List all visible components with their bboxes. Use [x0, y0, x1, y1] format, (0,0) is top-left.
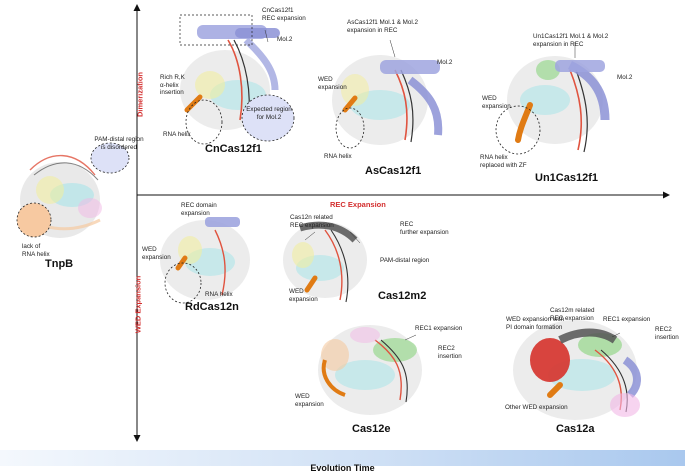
cas12m2-structure: [283, 221, 367, 303]
cncas-mol2-label: Mol.2: [277, 36, 293, 43]
un1cas-mol2-label: Mol.2: [617, 74, 633, 81]
cas12m2-rec-related-label: Cas12n related REC expansion: [290, 214, 334, 229]
un1cas-name: Un1Cas12f1: [535, 172, 598, 184]
rdcas-rna-label: RNA helix: [205, 291, 233, 298]
rdcas-wed-label: WED expansion: [142, 246, 171, 261]
cas12m2-rec-further-label: REC further expansion: [400, 221, 449, 236]
cas12m2-pam-label: PAM-distal region: [380, 257, 430, 264]
evolution-time-label: Evolution Time: [310, 463, 375, 473]
x-axis-label: REC Expansion: [330, 200, 386, 209]
cas12a-other-wed-label: Other WED expansion: [505, 404, 568, 411]
cncas-rna-label: RNA helix: [163, 131, 191, 138]
tnpb-structure: [16, 142, 130, 238]
cncas-structure: [179, 14, 295, 145]
tnpb-name: TnpB: [45, 258, 74, 270]
cncas-alpha-label: Rich R,K α-helix insertion: [160, 74, 185, 96]
tnpb-rna-note: lack of RNA helix: [22, 243, 50, 258]
cas12e-name: Cas12e: [352, 423, 391, 435]
rdcas-rec-label: REC domain expansion: [181, 202, 217, 217]
y-axis-top-label: Dimerization: [135, 72, 145, 118]
cncas-expected-label: Expected region for Mol.2: [246, 106, 292, 121]
un1cas-rec-label: Un1Cas12f1 Mol.1 & Mol.2 expansion in RE…: [533, 33, 609, 48]
cas12e-wed-label: WED expansion: [295, 393, 324, 408]
tnpb-pam-note: PAM-distal region is disordered: [94, 136, 144, 151]
rdcas-structure: [160, 217, 250, 304]
ascas-wed-label: WED expansion: [318, 76, 347, 91]
ascas-structure: [332, 55, 443, 149]
ascas-rec-label: AsCas12f1 Mol.1 & Mol.2 expansion in REC: [347, 19, 419, 34]
evolution-time-bar: [0, 450, 685, 466]
cas12e-rec1-label: REC1 expansion: [415, 325, 463, 332]
cncas-name: CnCas12f1: [205, 143, 262, 155]
rdcas-name: RdCas12n: [185, 301, 239, 313]
un1cas-structure: [495, 56, 610, 155]
cas12e-rec2-label: REC2 insertion: [438, 345, 462, 360]
un1cas-wed-label: WED expansion: [482, 95, 511, 110]
cas12a-structure: [513, 320, 641, 420]
cas12a-name: Cas12a: [556, 423, 595, 435]
cas12a-wed-pi-label: WED expansion with PI domain formation: [506, 316, 565, 331]
cas12m2-wed-label: WED expansion: [289, 288, 318, 303]
cas12a-rec2-label: REC2 insertion: [655, 326, 679, 341]
cas12m2-name: Cas12m2: [378, 290, 427, 302]
y-axis-bottom-label: WED Expansion: [133, 275, 143, 334]
leader-lines: [264, 29, 621, 341]
ascas-rna-label: RNA helix: [324, 153, 352, 160]
ascas-mol2-label: Mol.2: [437, 59, 453, 66]
ascas-name: AsCas12f1: [365, 165, 422, 177]
cas12a-rec-related-label: Cas12m related REC expansion: [550, 307, 595, 322]
cncas-rec-label: CnCas12f1 REC expansion: [262, 7, 306, 22]
un1cas-rna-label: RNA helix replaced with ZF: [480, 154, 527, 169]
cas12e-structure: [318, 325, 422, 415]
cas12a-rec1-label: REC1 expansion: [603, 316, 651, 323]
